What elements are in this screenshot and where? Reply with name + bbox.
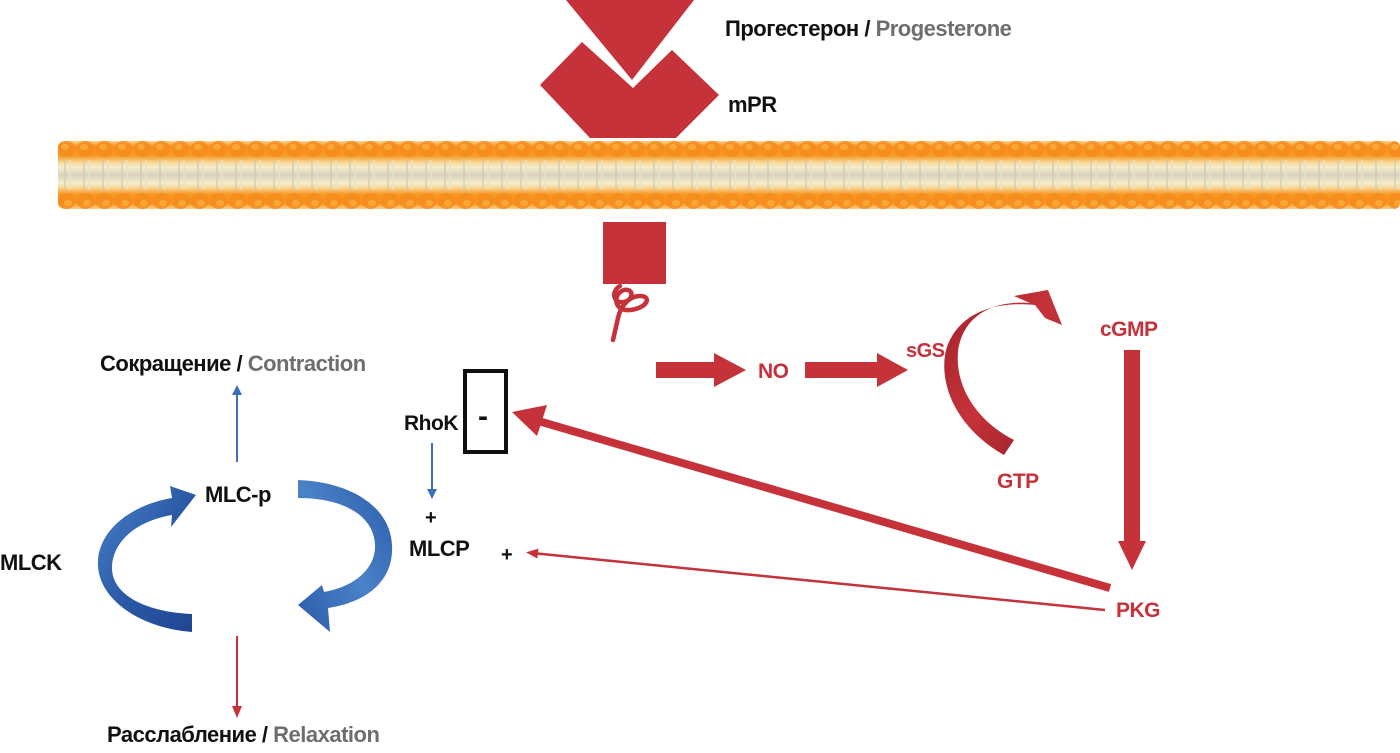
arrow-no-to-sgs: [805, 353, 908, 387]
no-label: NO: [758, 360, 789, 383]
mpr-receptor-shape: [540, 42, 719, 138]
arrow-to-no: [656, 353, 746, 387]
mlck-cycle-arrow: [97, 486, 196, 632]
relaxation-label-ru: Расслабление: [107, 722, 257, 747]
arrow-cgmp-to-pkg: [1118, 350, 1146, 570]
cgmp-label: cGMP: [1100, 318, 1158, 341]
pkg-label: PKG: [1116, 599, 1160, 622]
mlcp-plus-right: +: [501, 544, 513, 566]
cell-membrane: [58, 141, 1400, 209]
contraction-label: Сокращение / Contraction: [100, 351, 366, 376]
progesterone-label-en: Progesterone: [876, 16, 1012, 41]
mlck-label: MLCK: [0, 550, 62, 575]
arrow-pkg-to-rhok-head: [512, 405, 547, 436]
mlcp-label: MLCP: [409, 536, 469, 561]
inhibition-sign: -: [478, 400, 488, 433]
rhok-label: RhoK: [404, 412, 458, 435]
label-separator: /: [859, 16, 876, 41]
contraction-label-en: Contraction: [248, 351, 366, 376]
label-separator: /: [256, 722, 273, 747]
relaxation-label-en: Relaxation: [273, 722, 379, 747]
progesterone-ligand-shape: [566, 0, 694, 80]
sgs-label: sGS: [906, 340, 945, 362]
mpr-label: mPR: [728, 92, 777, 117]
label-separator: /: [231, 351, 248, 376]
gtp-label: GTP: [997, 470, 1039, 493]
contraction-label-ru: Сокращение: [100, 351, 231, 376]
arrow-pkg-to-rhok-line: [533, 416, 1112, 592]
sgs-curved-arrow: [944, 290, 1062, 455]
intracellular-domain-shape: [603, 222, 666, 284]
protein-tail-squiggle: [610, 283, 650, 343]
progesterone-label-ru: Прогестерон: [725, 16, 859, 41]
progesterone-label: Прогестерон / Progesterone: [725, 16, 1012, 41]
mlcp-cycle-arrow: [298, 480, 393, 632]
arrow-pkg-to-mlcp: [526, 548, 1106, 612]
mlcp-plus-top: +: [425, 507, 437, 529]
mlc-p-label: MLC-p: [205, 482, 271, 507]
relaxation-label: Расслабление / Relaxation: [107, 722, 379, 747]
inhibition-box: [463, 369, 508, 454]
